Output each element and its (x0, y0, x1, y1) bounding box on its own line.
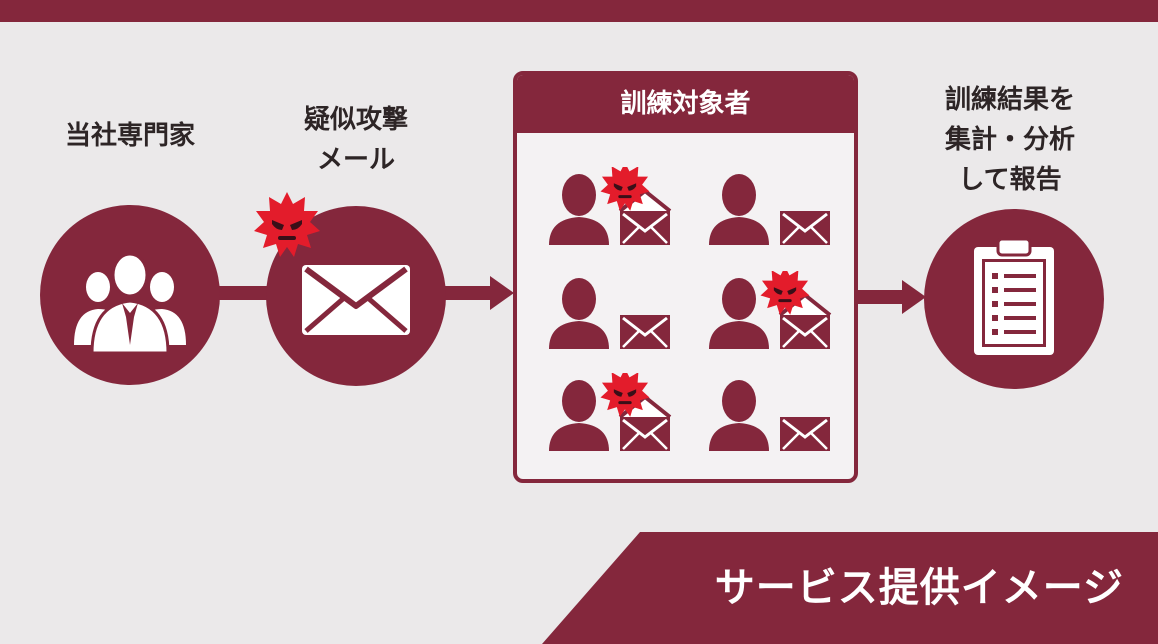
target-cell (703, 167, 843, 261)
person-icon (709, 174, 769, 245)
attack-mail-circle (266, 206, 446, 386)
target-cell (543, 162, 683, 261)
target-person-with-mail (709, 174, 830, 245)
attack-mail-label: 疑似攻撃 メール (303, 105, 408, 175)
person-icon (549, 278, 609, 349)
targets-box: 訓練対象者 (513, 71, 858, 483)
target-person-with-mail (709, 380, 830, 451)
target-person-with-mail (549, 162, 672, 245)
target-cell (703, 266, 843, 365)
experts-label: 当社専門家 (64, 121, 195, 151)
target-cell (703, 373, 843, 467)
connector-mail-targets (440, 286, 492, 300)
connector-experts-mail (210, 286, 280, 300)
envelope-icon (620, 315, 670, 349)
clipboard-icon (974, 237, 1054, 355)
targets-title: 訓練対象者 (517, 75, 854, 133)
envelope-icon (618, 189, 672, 245)
person-icon (549, 174, 609, 245)
people-group-icon (74, 252, 186, 355)
target-person-with-mail (549, 278, 670, 349)
experts-circle (40, 205, 220, 385)
report-label: 訓練結果を 集計・分析 して報告 (944, 85, 1075, 195)
person-icon (709, 278, 769, 349)
target-cell (543, 271, 683, 365)
top-bar (0, 0, 1158, 22)
report-circle (924, 209, 1104, 389)
person-icon (549, 380, 609, 451)
target-person-with-mail (549, 368, 672, 451)
arrow-to-targets (490, 276, 514, 310)
connector-targets-report (856, 290, 906, 304)
virus-icon (254, 192, 320, 257)
envelope-icon (780, 417, 830, 451)
envelope-icon (302, 265, 410, 335)
target-person-with-mail (709, 266, 832, 349)
banner-title: サービス提供イメージ (714, 565, 1124, 611)
target-cell (543, 368, 683, 467)
envelope-icon (780, 211, 830, 245)
person-icon (709, 380, 769, 451)
arrow-to-report (902, 280, 926, 314)
